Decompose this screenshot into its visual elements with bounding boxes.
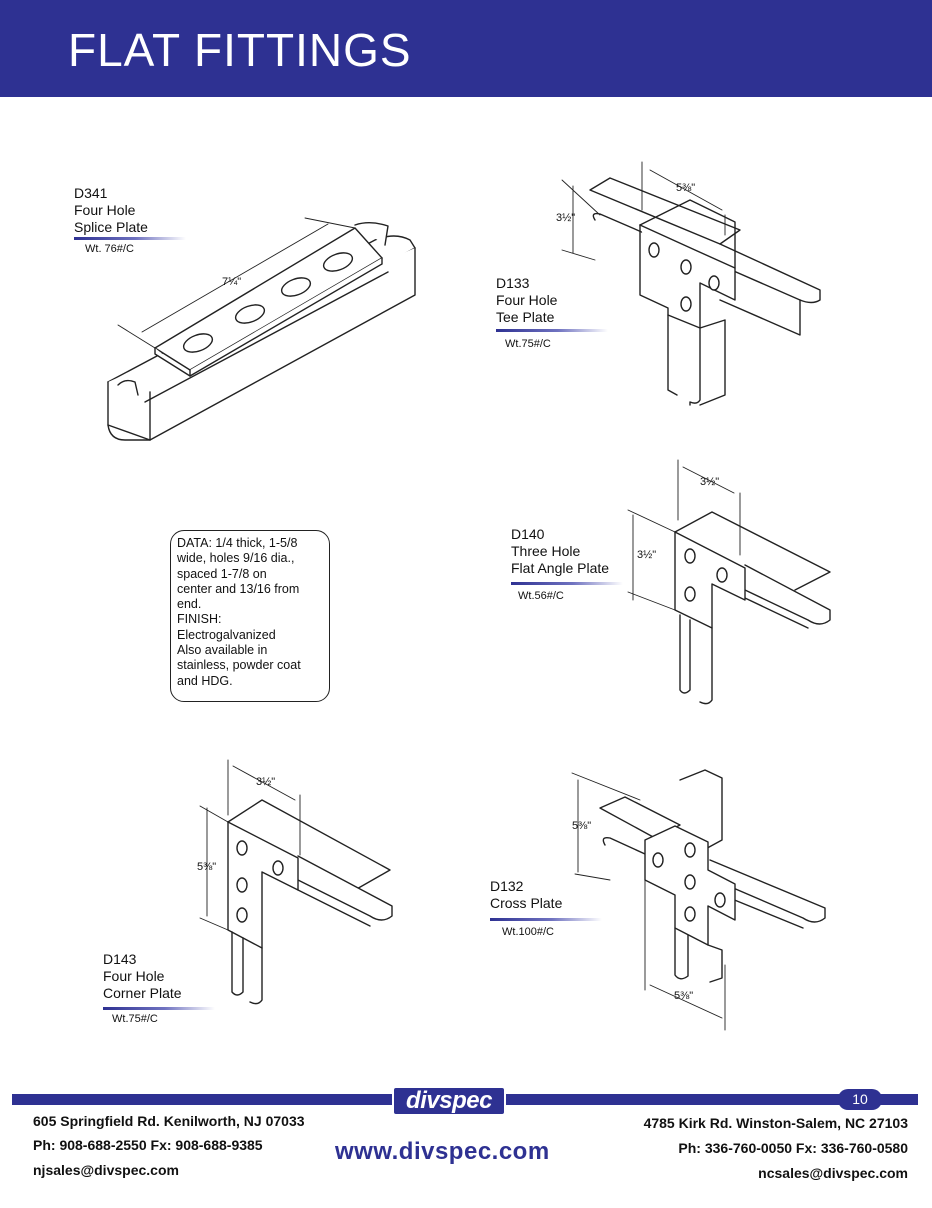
d132-dim-height: 5⅜" bbox=[572, 820, 592, 832]
footer-bar-left bbox=[12, 1094, 392, 1105]
website-link[interactable]: www.divspec.com bbox=[335, 1138, 550, 1165]
d143-dim-width: 3½" bbox=[256, 776, 276, 788]
d143-label: D143 Four Hole Corner Plate bbox=[103, 951, 182, 1002]
d132-label: D132 Cross Plate bbox=[490, 878, 562, 912]
finish-line: FINISH: bbox=[177, 612, 222, 627]
availability-line: and HDG. bbox=[177, 673, 233, 688]
data-line: end. bbox=[177, 597, 202, 612]
nj-address: 605 Springfield Rd. Kenilworth, NJ 07033 bbox=[33, 1113, 305, 1129]
page-title: FLAT FITTINGS bbox=[68, 24, 412, 76]
data-line: spaced 1-7/8 on bbox=[177, 566, 267, 581]
d341-name-line2: Splice Plate bbox=[74, 219, 148, 235]
data-line: center and 13/16 from bbox=[177, 581, 300, 596]
data-line: DATA: 1/4 thick, 1-5/8 bbox=[177, 536, 298, 550]
d133-code: D133 bbox=[496, 275, 530, 291]
d140-weight: Wt.56#/C bbox=[518, 590, 564, 602]
d140-underline bbox=[511, 582, 623, 585]
nj-phone: Ph: 908-688-2550 Fx: 908-688-9385 bbox=[33, 1137, 263, 1153]
d341-weight: Wt. 76#/C bbox=[85, 243, 134, 255]
nc-phone: Ph: 336-760-0050 Fx: 336-760-0580 bbox=[678, 1140, 908, 1156]
d143-name-line2: Corner Plate bbox=[103, 985, 182, 1001]
d341-underline bbox=[74, 237, 186, 240]
d133-label: D133 Four Hole Tee Plate bbox=[496, 275, 557, 326]
d341-code: D341 bbox=[74, 185, 108, 201]
finish-line: Electrogalvanized bbox=[177, 627, 276, 642]
availability-line: stainless, powder coat bbox=[177, 658, 301, 673]
d132-dim-width: 5⅜" bbox=[674, 990, 694, 1002]
d341-name-line1: Four Hole bbox=[74, 202, 136, 218]
data-line: wide, holes 9/16 dia., bbox=[177, 551, 295, 566]
d133-name-line2: Tee Plate bbox=[496, 309, 555, 325]
d143-underline bbox=[103, 1007, 215, 1010]
d143-corner-plate-drawing bbox=[199, 759, 393, 1005]
d132-underline bbox=[490, 918, 602, 921]
divspec-logo: divspec bbox=[394, 1088, 504, 1114]
d143-weight: Wt.75#/C bbox=[112, 1013, 158, 1025]
d341-splice-plate-drawing bbox=[107, 217, 416, 441]
d140-name-line2: Flat Angle Plate bbox=[511, 560, 610, 576]
availability-line: Also available in bbox=[177, 643, 268, 658]
d140-label: D140 Three Hole Flat Angle Plate bbox=[511, 526, 609, 577]
d133-name-line1: Four Hole bbox=[496, 292, 558, 308]
nc-email-link[interactable]: ncsales@divspec.com bbox=[758, 1165, 908, 1181]
nc-address: 4785 Kirk Rd. Winston-Salem, NC 27103 bbox=[643, 1115, 908, 1131]
d140-flat-angle-plate-drawing bbox=[627, 459, 831, 705]
d143-name-line1: Four Hole bbox=[103, 968, 165, 984]
d133-dim-width: 5⅜" bbox=[676, 182, 696, 194]
d341-label: D341 Four Hole Splice Plate bbox=[74, 185, 148, 236]
d132-weight: Wt.100#/C bbox=[502, 926, 554, 938]
d143-code: D143 bbox=[103, 951, 137, 967]
footer-bar-right bbox=[506, 1094, 918, 1105]
page-header: FLAT FITTINGS bbox=[0, 0, 932, 97]
nj-email-link[interactable]: njsales@divspec.com bbox=[33, 1162, 179, 1178]
d133-weight: Wt.75#/C bbox=[505, 338, 551, 350]
d140-code: D140 bbox=[511, 526, 545, 542]
d140-dim-width: 3½" bbox=[700, 476, 720, 488]
d133-dim-height: 3½" bbox=[556, 212, 576, 224]
d133-tee-plate-drawing bbox=[561, 161, 821, 406]
data-info-box: DATA: 1/4 thick, 1-5/8 wide, holes 9/16 … bbox=[170, 530, 330, 702]
page-number: 10 bbox=[838, 1089, 882, 1110]
d341-dim-length: 7¼" bbox=[222, 276, 242, 288]
d132-cross-plate-drawing bbox=[571, 769, 826, 1031]
d140-name-line1: Three Hole bbox=[511, 543, 581, 559]
d132-name-line1: Cross Plate bbox=[490, 895, 563, 911]
d132-code: D132 bbox=[490, 878, 524, 894]
d133-underline bbox=[496, 329, 608, 332]
d140-dim-height: 3½" bbox=[637, 549, 657, 561]
d143-dim-height: 5⅜" bbox=[197, 861, 217, 873]
